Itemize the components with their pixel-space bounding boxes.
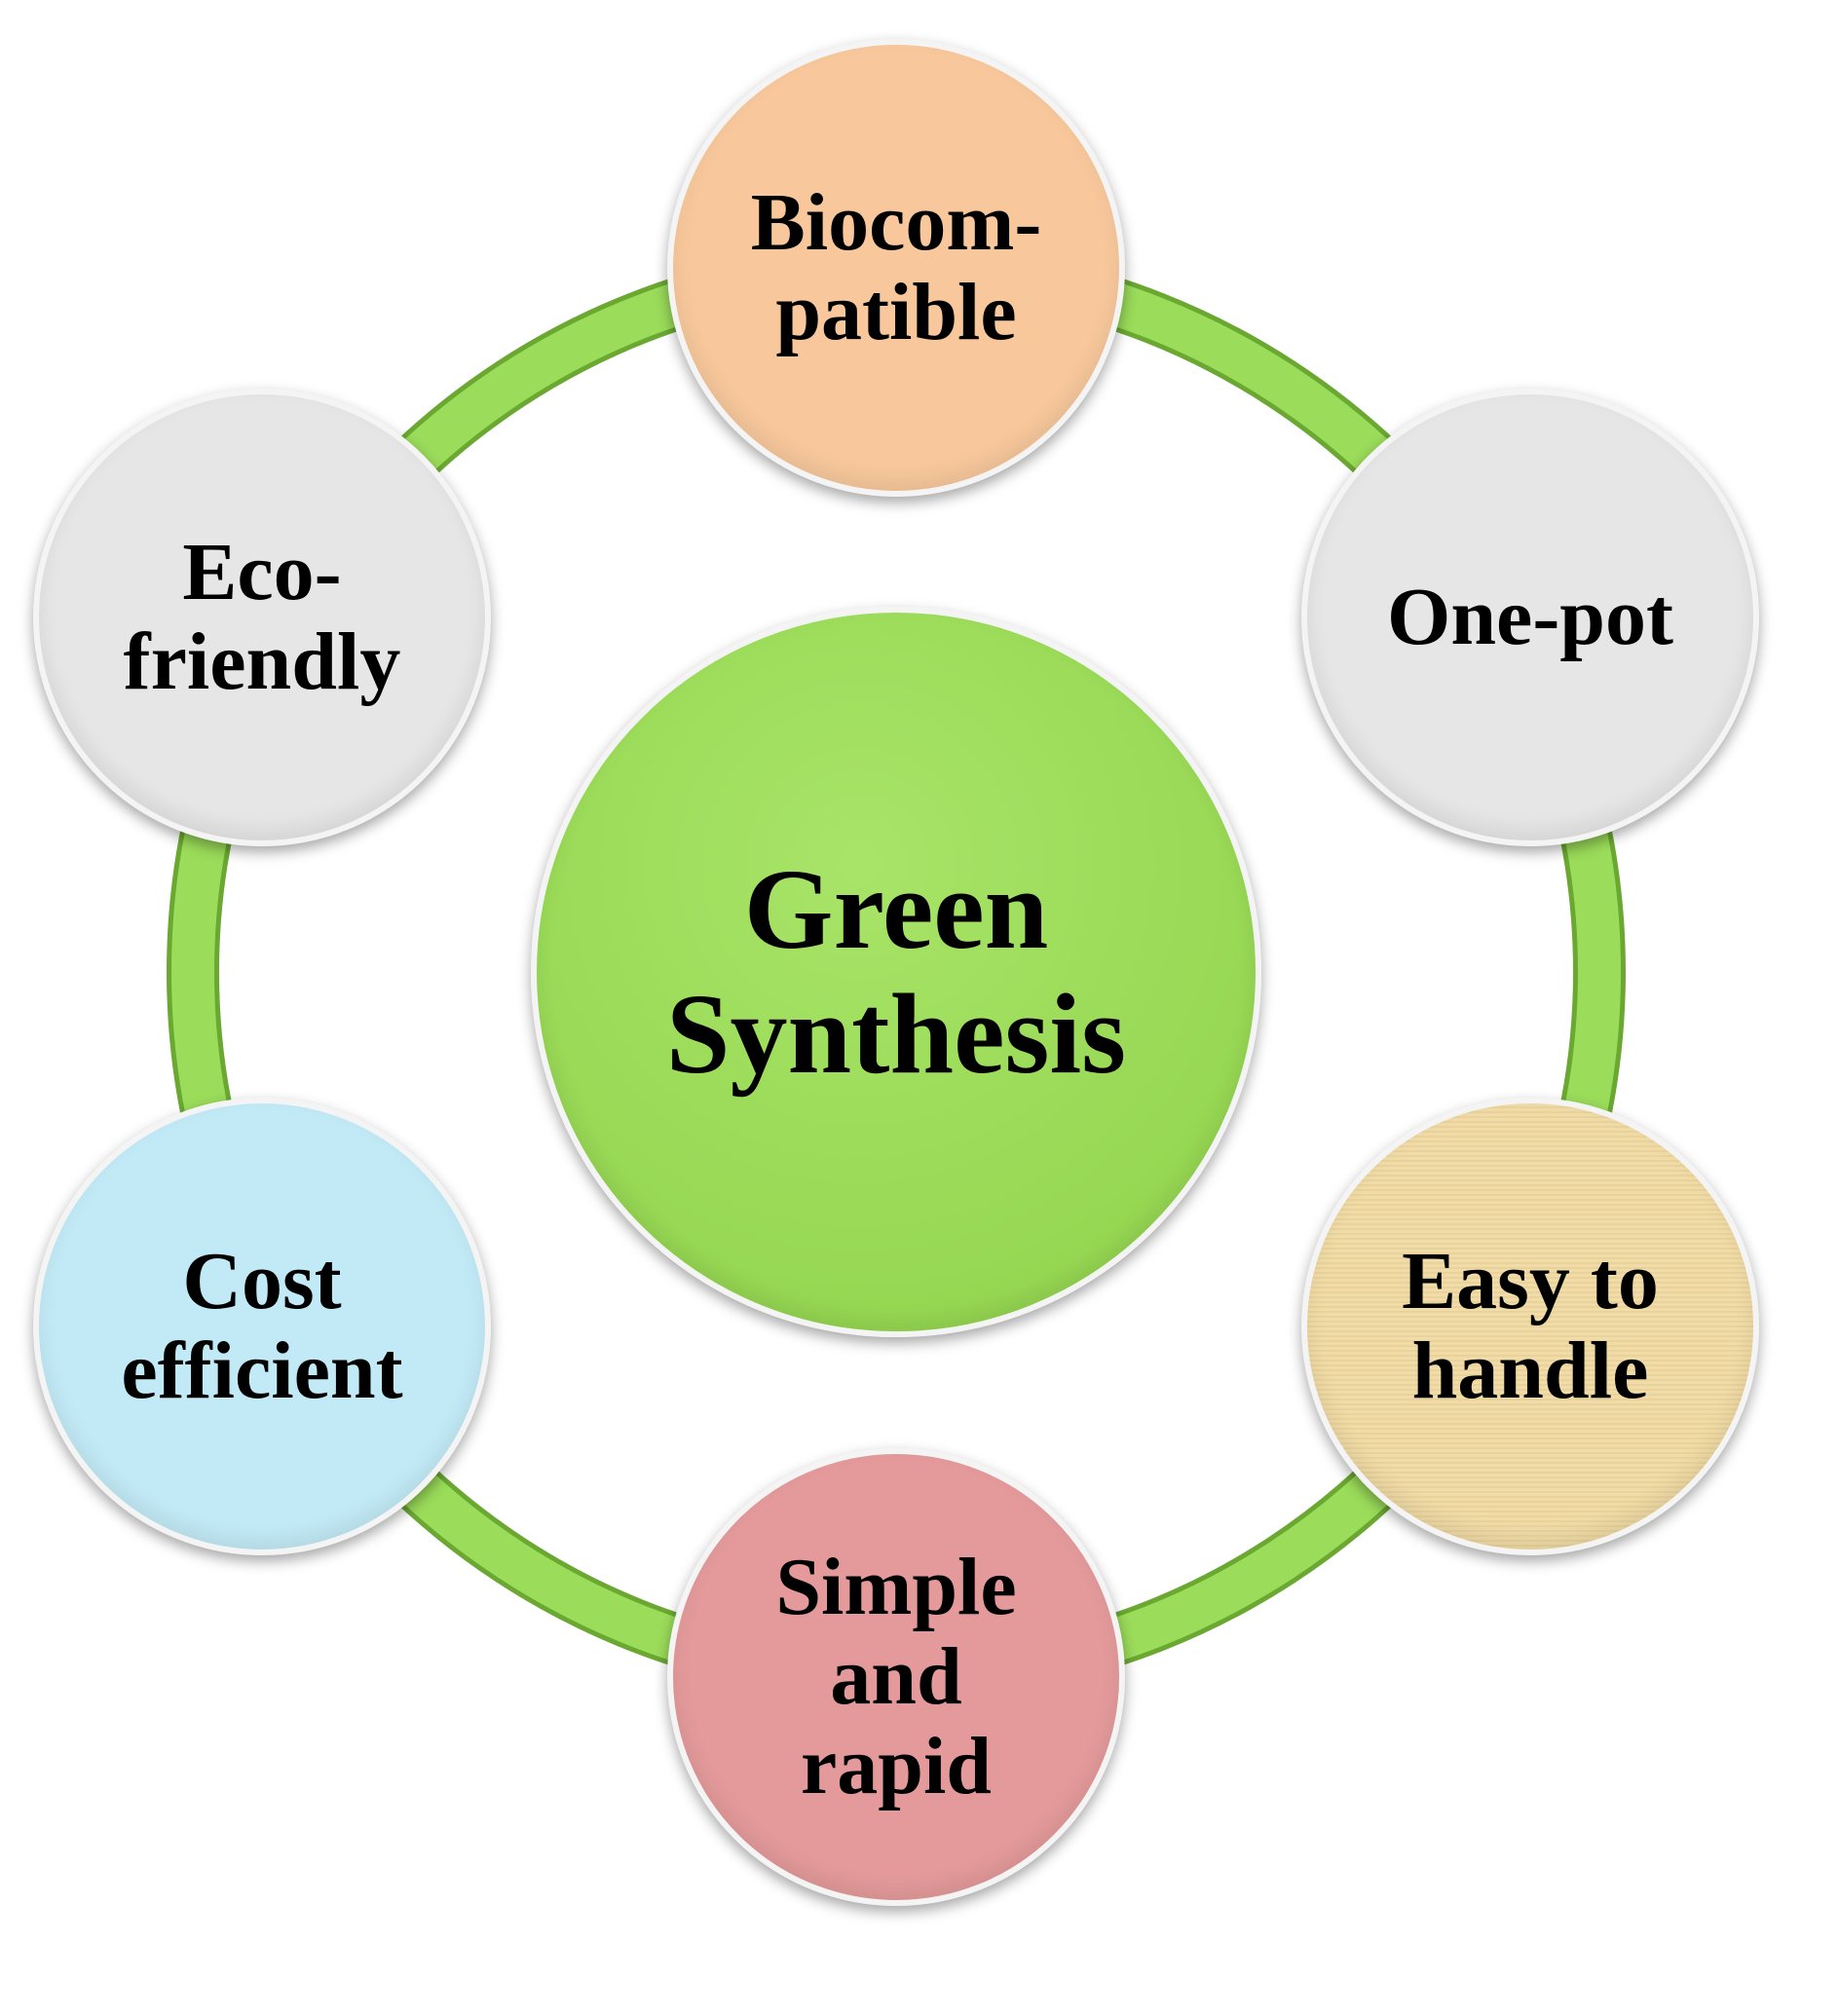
center-label: Green Synthesis — [665, 845, 1127, 1098]
node-easy-to-handle: Easy to handle — [1301, 1098, 1759, 1555]
node-label: Cost efficient — [121, 1236, 403, 1416]
node-label: One-pot — [1387, 572, 1673, 662]
node-one-pot: One-pot — [1301, 389, 1759, 846]
node-label: Biocom- patible — [750, 177, 1042, 357]
center-green-synthesis: Green Synthesis — [531, 607, 1261, 1337]
node-simple-and-rapid: Simple and rapid — [667, 1448, 1125, 1906]
node-eco-friendly: Eco- friendly — [33, 389, 491, 846]
node-label: Eco- friendly — [123, 527, 401, 707]
node-cost-efficient: Cost efficient — [33, 1098, 491, 1555]
node-label: Simple and rapid — [775, 1542, 1017, 1811]
node-label: Easy to handle — [1402, 1236, 1659, 1416]
node-biocompatible: Biocom- patible — [667, 39, 1125, 497]
